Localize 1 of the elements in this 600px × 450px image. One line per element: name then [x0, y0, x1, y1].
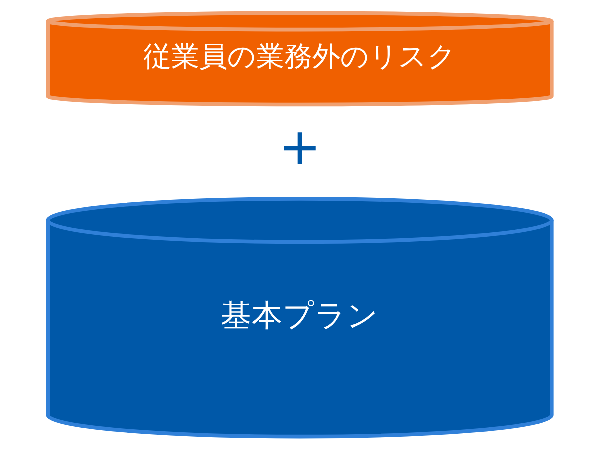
label: + [278, 118, 322, 178]
